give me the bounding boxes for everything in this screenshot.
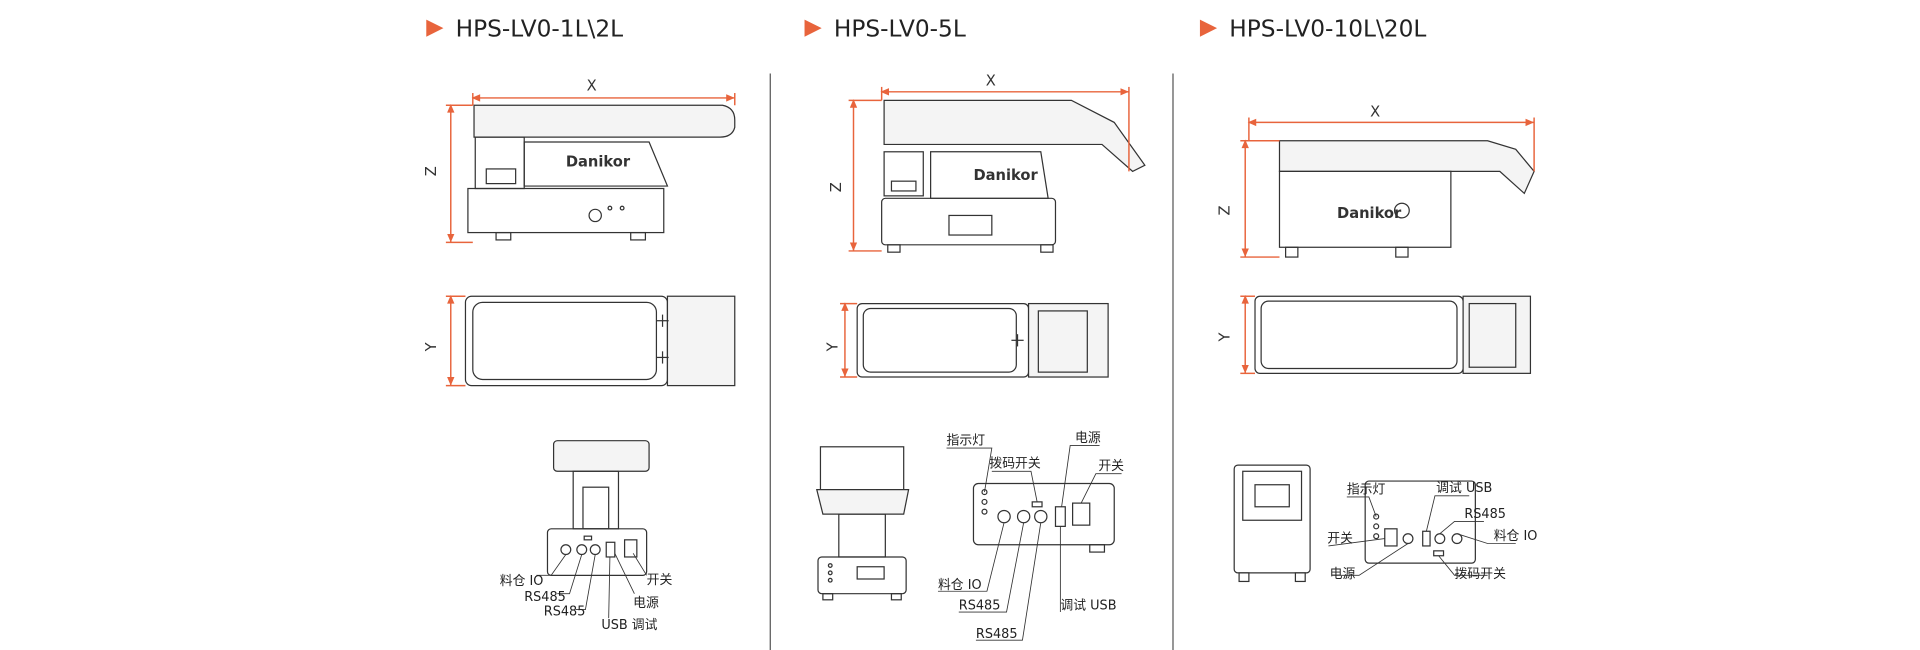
dim-y-label: Y [825,342,842,352]
dim-x-label: X [986,73,996,90]
label-bin-io: 料仓 IO [938,578,982,593]
label-rs485: RS485 [976,627,1018,642]
label-dip-switch: 拨码开关 [1455,567,1507,582]
label-dip-switch: 拨码开关 [989,457,1041,472]
brand-logo: Danikor [566,153,631,170]
brand-logo: Danikor [973,167,1038,184]
top-view [1254,295,1532,374]
label-indicator: 指示灯 [1347,482,1386,497]
side-view: Danikor [467,104,736,241]
label-usb-debug: 调试 USB [1436,481,1492,496]
label-switch: 开关 [1098,459,1124,474]
rear-view [1233,464,1311,583]
dim-x-label: X [1370,103,1380,120]
panel-title: HPS-LV0-10L\20L [1229,16,1426,43]
label-power: 电源 [1330,567,1356,582]
label-bin-io: 料仓 IO [500,574,544,589]
side-view: Danikor [881,99,1146,253]
rear-view [536,440,650,619]
label-rs485: RS485 [524,590,566,605]
title-arrow-icon [426,19,444,37]
dim-x-label: X [587,78,597,95]
control-panel [937,445,1122,641]
panel-2: HPS-LV0-5L Danikor X Z Y [804,16,1146,642]
top-view [856,302,1109,378]
label-rs485: RS485 [544,605,586,620]
dim-z-label: Z [423,166,440,176]
dim-z-label: Z [828,182,845,192]
label-switch: 开关 [1327,531,1353,546]
title-arrow-icon [804,19,822,37]
label-usb-debug: USB 调试 [601,618,657,633]
brand-logo: Danikor [1337,205,1402,222]
dim-z-label: Z [1216,205,1233,215]
top-view [464,295,736,387]
label-usb-debug: 调试 USB [1060,599,1116,614]
dim-y-label: Y [423,342,440,352]
front-view [815,446,910,601]
panel-title: HPS-LV0-1L\2L [456,16,624,43]
label-rs485: RS485 [959,599,1001,614]
label-switch: 开关 [647,573,673,588]
label-bin-io: 料仓 IO [1494,529,1538,544]
panel-3: HPS-LV0-10L\20L Danikor X Z Y [1199,16,1538,583]
panel-1: HPS-LV0-1L\2L Danikor X Z Y [423,16,736,633]
control-panel [1328,480,1516,576]
label-indicator: 指示灯 [947,433,986,448]
dim-y-label: Y [1216,333,1233,343]
title-arrow-icon [1199,19,1218,37]
side-view: Danikor [1278,140,1535,258]
label-rs485: RS485 [1464,507,1506,522]
label-power: 电源 [633,596,659,611]
label-power: 电源 [1075,431,1101,446]
panel-title: HPS-LV0-5L [834,16,966,43]
